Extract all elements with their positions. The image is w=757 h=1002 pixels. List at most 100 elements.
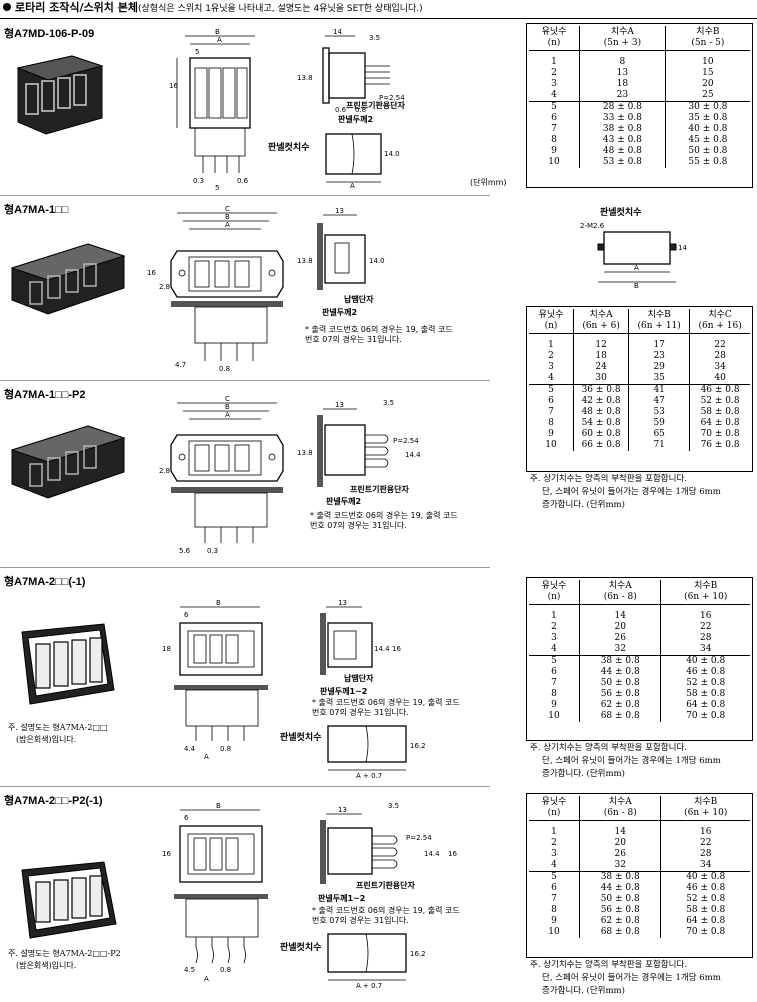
panel-cut-label: 판넬컷치수 (280, 943, 322, 953)
dim-label: 13 (338, 599, 347, 607)
footnote: * 출력 코드번호 06의 경우는 19, 출력 코드번호 07의 경우는 31… (310, 511, 458, 530)
dim-label: B (216, 599, 221, 607)
table-header-row: 유닛수(n) 치수A(6n + 6) 치수B(6n + 11) 치수C(6n +… (529, 309, 750, 334)
dim-label: 13.8 (297, 74, 313, 82)
dim-label: 5 (195, 48, 199, 56)
dim-label: 4.5 (184, 966, 195, 974)
dim-label: 0.6 (237, 177, 249, 185)
table-note: 주. 상기치수는 양측의 부착판을 포함합니다. 단, 스페어 유닛이 들어가는… (530, 743, 721, 779)
dim-label: C (225, 395, 230, 403)
product-photo-a7ma1 (10, 243, 126, 315)
dim-label: 0.8 (220, 966, 231, 974)
photo-note: 주. 설명도는 형A7MA-2□□ (밤은회색)입니다. (8, 723, 108, 744)
dim-label: 14.0 (384, 150, 400, 158)
dim-label: A (204, 975, 209, 983)
drawing-front-a7ma2: B 6 18 4.4 0.8 A (162, 599, 268, 760)
dim-label: 3.5 (369, 34, 380, 42)
photo-note: 주. 설명도는 형A7MA-2□□-P2 (밤은회색)입니다. (8, 949, 121, 970)
product-photo-a7ma2-p2 (21, 861, 117, 939)
panel-thick-label: 판넬두께1~2 (320, 687, 368, 696)
section-title-a7md: 형A7MD-106-P-09 (4, 28, 95, 40)
dim-label: B (634, 282, 639, 290)
table-note: 주. 상기치수는 양측의 부착판을 포함합니다. 단, 스페어 유닛이 들어가는… (530, 960, 721, 996)
dim-label: 0.3 (193, 177, 204, 185)
terminal-label: 프린트기판용단자 (346, 101, 405, 110)
dim-label: 13 (335, 401, 344, 409)
drawing-side-a7ma1: 13 13.8 14.0 (297, 207, 385, 290)
dim-label: P=2.54 (379, 94, 405, 102)
panel-cut-drawing: 14.0 A (325, 133, 400, 190)
panel-thick-label: 판넬두께1~2 (318, 894, 366, 903)
table-header-cell: 유닛수(n) (529, 796, 580, 821)
dim-label: A (634, 264, 639, 272)
dim-label: 18 (162, 645, 171, 653)
panel-thick-label: 판넬두께2 (326, 497, 362, 506)
drawing-side-a7md: 14 3.5 13.8 0.6 0.8 P=2.54 (297, 28, 405, 114)
product-photo-a7ma1-p2 (10, 425, 126, 499)
dim-label: 0.8 (355, 106, 366, 114)
section-title-a7ma1-p2: 형A7MA-1□□-P2 (4, 389, 86, 401)
terminal-label: 납땜단자 (344, 295, 374, 304)
table-header-cell: 치수B(5n - 5) (664, 26, 750, 51)
dim-label: 6 (184, 814, 189, 822)
dim-label: A (204, 753, 209, 760)
dim-label: 13 (338, 806, 347, 814)
header-title: 로타리 조작식/스위치 본체 (15, 1, 138, 14)
panel-cut-drawing: 16.2 A + 0.7 (327, 725, 426, 780)
dim-label: B (216, 802, 221, 810)
dim-label: P=2.54 (406, 834, 432, 842)
table-note: 주. 상기치수는 양측의 부착판을 포함합니다. 단, 스페어 유닛이 들어가는… (530, 474, 721, 510)
terminal-label: 프린트기판용단자 (350, 485, 409, 494)
dim-label: 14.4 (374, 645, 390, 653)
dim-label: 16 (448, 850, 457, 858)
table-header-cell: 유닛수(n) (529, 26, 580, 51)
panel-cut-label: 판넬컷치수 (600, 208, 642, 218)
dim-label: A (225, 411, 230, 419)
section-title-a7ma1: 형A7MA-1□□ (4, 204, 69, 216)
section-title-a7ma2-p2: 형A7MA-2□□-P2(-1) (4, 795, 103, 807)
table-header-row: 유닛수(n) 치수A(5n + 3) 치수B(5n - 5) (529, 26, 750, 51)
dim-label: 16 (147, 269, 156, 277)
section-divider (0, 195, 490, 196)
table-header-cell: 치수B(6n + 11) (628, 309, 690, 334)
panel-cut-label: 판넬컷치수 (280, 733, 322, 743)
footnote: * 출력 코드번호 06의 경우는 19, 출력 코드번호 07의 경우는 31… (312, 698, 460, 717)
table-header-row: 유닛수(n) 치수A(6n - 8) 치수B(6n + 10) (529, 796, 750, 821)
dim-label: 3.5 (383, 399, 394, 407)
dim-label: 0.3 (207, 547, 218, 555)
dim-label: C (225, 205, 230, 213)
terminal-label: 납땜단자 (344, 674, 374, 683)
drawing-front-a7md: B A 5 16 0.3 0.6 5 (169, 28, 255, 192)
dim-label: 16 (169, 82, 178, 90)
drawing-side-a7ma1-p2: 13 3.5 13.8 P=2.54 14.4 (297, 399, 421, 487)
table-header-row: 유닛수(n) 치수A(6n - 8) 치수B(6n + 10) (529, 580, 750, 605)
panel-thick-label: 판넬두께2 (338, 115, 374, 124)
dim-label: 13.8 (297, 449, 313, 457)
dim-label: 16.2 (410, 950, 426, 958)
dim-label: 2-M2.6 (580, 222, 605, 230)
